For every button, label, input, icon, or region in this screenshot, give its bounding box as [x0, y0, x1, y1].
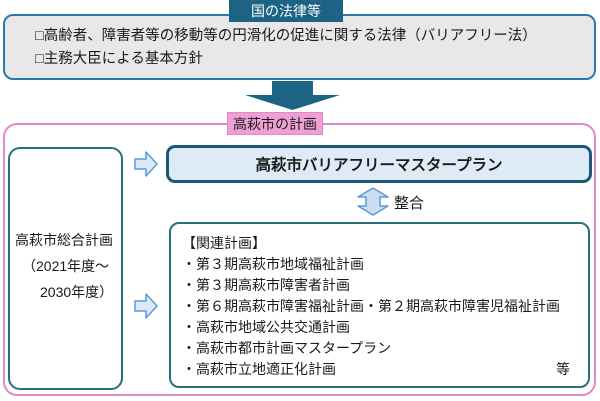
alignment-label: 整合: [394, 195, 425, 212]
related-plan-item: ・第６期高萩市障害福祉計画・第２期高萩市障害児福祉計画: [182, 298, 560, 314]
city-plan-label: 高萩市の計画: [227, 112, 323, 135]
master-plan-box: 高萩市バリアフリーマスタープラン: [166, 145, 592, 183]
national-law-box: □高齢者、障害者等の移動等の円滑化の促進に関する法律（バリアフリー法） □主務大…: [3, 14, 596, 80]
comprehensive-plan-line-3: 2030年度）: [40, 284, 114, 300]
related-plans-box: 【関連計画】 ・第３期高萩市地域福祉計画 ・第３期高萩市障害者計画 ・第６期高萩…: [169, 222, 590, 388]
right-arrow-icon: [134, 293, 158, 319]
related-plan-item: ・高萩市地域公共交通計画: [182, 319, 350, 335]
updown-arrow-icon: [357, 187, 389, 216]
comprehensive-plan-line-2: （2021年度～: [22, 258, 110, 274]
related-plan-item-label: ・高萩市立地適正化計画: [182, 361, 336, 377]
right-arrow-icon: [134, 151, 158, 177]
comprehensive-plan-box: 高萩市総合計画 （2021年度～ 2030年度）: [8, 147, 123, 390]
related-plan-item: ・第３期高萩市障害者計画: [182, 277, 350, 293]
related-plans-title: 【関連計画】: [182, 235, 266, 251]
law-item-2: □主務大臣による基本方針: [35, 51, 203, 67]
related-plan-item: ・第３期高萩市地域福祉計画: [182, 256, 364, 272]
related-plan-item: ・高萩市都市計画マスタープラン: [182, 340, 392, 356]
law-item-1: □高齢者、障害者等の移動等の円滑化の促進に関する法律（バリアフリー法）: [35, 28, 537, 44]
related-plan-item: ・高萩市立地適正化計画 等: [182, 359, 588, 380]
national-law-label: 国の法律等: [229, 0, 343, 22]
down-arrow-icon: [245, 81, 340, 110]
comprehensive-plan-line-1: 高萩市総合計画: [15, 232, 113, 248]
etc-label: 等: [556, 361, 570, 377]
